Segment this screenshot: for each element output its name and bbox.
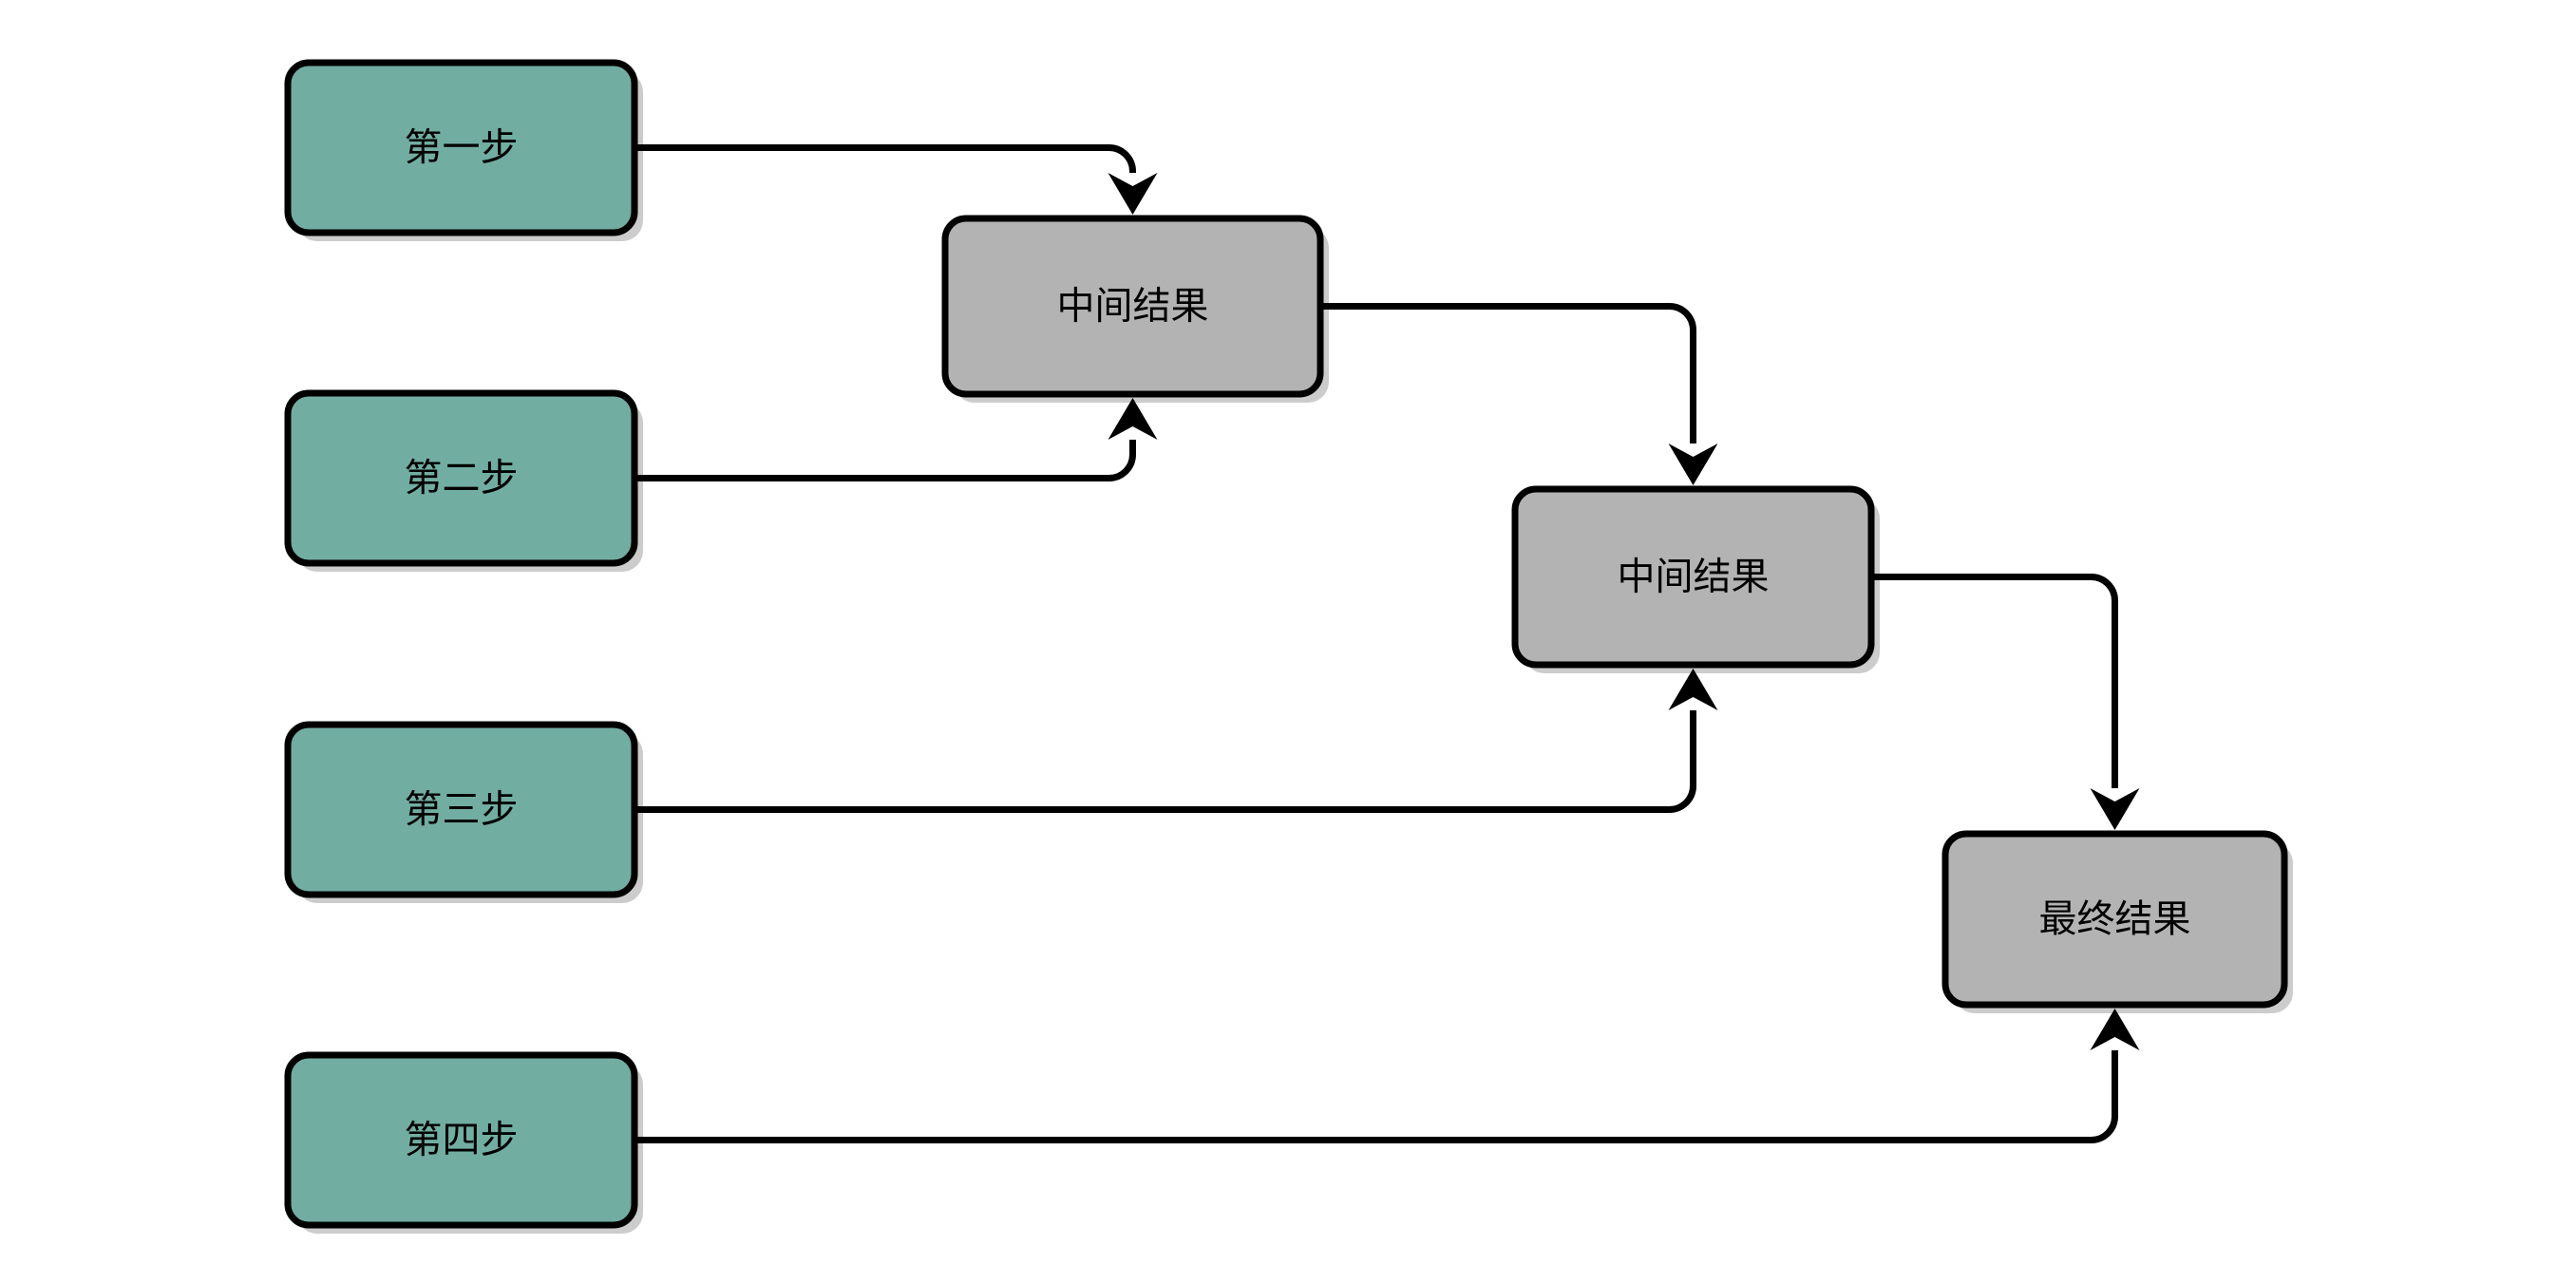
node-step2[interactable]: 第二步: [284, 389, 638, 567]
node-mid1[interactable]: 中间结果: [941, 215, 1324, 398]
node-box-result[interactable]: [941, 215, 1324, 398]
edge-step2-to-mid1: [635, 440, 1136, 481]
node-step3[interactable]: 第三步: [284, 721, 638, 898]
node-mid2[interactable]: 中间结果: [1511, 485, 1875, 669]
node-box-step[interactable]: [284, 389, 638, 567]
edge-mid2-to-final: [1871, 574, 2118, 788]
edge-arrowhead-step3-to-mid2: [1668, 669, 1718, 710]
edge-arrowhead-step1-to-mid1: [1108, 173, 1158, 215]
node-box-result[interactable]: [1511, 485, 1875, 669]
edge-step1-to-mid1: [635, 144, 1136, 175]
node-box-step[interactable]: [284, 1051, 638, 1229]
edge-arrowhead-mid1-to-mid2: [1668, 443, 1718, 485]
node-final[interactable]: 最终结果: [1941, 830, 2288, 1009]
edge-arrowhead-step4-to-final: [2090, 1009, 2140, 1050]
node-box-step[interactable]: [284, 721, 638, 898]
node-box-step[interactable]: [284, 59, 638, 236]
edge-step4-to-final: [635, 1050, 2118, 1143]
edge-mid1-to-mid2: [1320, 303, 1696, 443]
node-box-result[interactable]: [1941, 830, 2288, 1009]
edge-layer: [635, 144, 2140, 1143]
node-step1[interactable]: 第一步: [284, 59, 638, 236]
edge-step3-to-mid2: [635, 710, 1696, 813]
node-step4[interactable]: 第四步: [284, 1051, 638, 1229]
edge-arrowhead-mid2-to-final: [2090, 788, 2140, 830]
edge-arrowhead-step2-to-mid1: [1108, 398, 1158, 440]
